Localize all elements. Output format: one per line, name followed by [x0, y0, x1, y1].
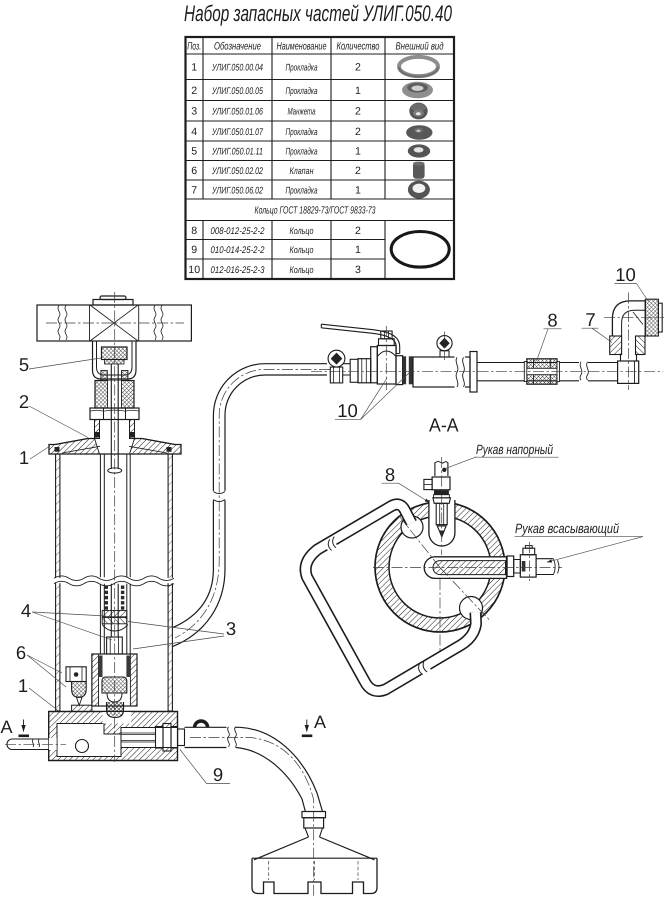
svg-text:9: 9: [213, 764, 223, 785]
svg-text:УЛИГ.050.00.05: УЛИГ.050.00.05: [211, 86, 263, 97]
svg-text:3: 3: [226, 618, 236, 639]
svg-text:8: 8: [547, 310, 557, 331]
svg-text:Прокладка: Прокладка: [286, 147, 318, 158]
svg-text:8: 8: [385, 464, 395, 485]
svg-text:Прокладка: Прокладка: [286, 63, 318, 74]
svg-text:Наименование: Наименование: [277, 40, 327, 52]
svg-text:Рукав всасывающий: Рукав всасывающий: [515, 521, 619, 536]
svg-text:УЛИГ.050.01.11: УЛИГ.050.01.11: [211, 147, 263, 158]
svg-text:008-012-25-2-2: 008-012-25-2-2: [211, 226, 266, 237]
svg-text:2: 2: [191, 85, 197, 97]
svg-text:УЛИГ.050.06.02: УЛИГ.050.06.02: [211, 185, 263, 196]
svg-text:Кольцо: Кольцо: [290, 226, 314, 237]
svg-text:1: 1: [191, 62, 197, 74]
svg-text:УЛИГ.050.01.06: УЛИГ.050.01.06: [211, 107, 263, 118]
svg-text:А: А: [314, 712, 326, 732]
svg-text:6: 6: [16, 642, 26, 663]
svg-text:010-014-25-2-2: 010-014-25-2-2: [211, 245, 266, 256]
svg-text:УЛИГ.050.00.04: УЛИГ.050.00.04: [211, 63, 263, 74]
svg-text:А-А: А-А: [429, 416, 459, 437]
svg-text:8: 8: [191, 225, 197, 237]
svg-text:5: 5: [19, 354, 29, 375]
svg-text:Рукав напорный: Рукав напорный: [476, 442, 553, 457]
svg-text:7: 7: [585, 309, 595, 330]
svg-text:УЛИГ.050.02.02: УЛИГ.050.02.02: [211, 166, 263, 177]
svg-text:Прокладка: Прокладка: [286, 86, 318, 97]
svg-text:2: 2: [19, 391, 29, 412]
svg-text:А: А: [0, 717, 12, 737]
svg-text:10: 10: [615, 264, 636, 285]
svg-text:10: 10: [188, 264, 200, 276]
svg-text:Количество: Количество: [337, 40, 380, 52]
svg-text:УЛИГ.050.01.07: УЛИГ.050.01.07: [211, 127, 263, 138]
svg-text:1: 1: [355, 184, 361, 196]
svg-text:6: 6: [191, 165, 197, 177]
svg-text:2: 2: [355, 165, 361, 177]
svg-text:5: 5: [191, 146, 197, 158]
svg-text:1: 1: [19, 447, 29, 468]
svg-text:2: 2: [355, 106, 361, 118]
svg-text:Манжета: Манжета: [288, 107, 316, 118]
svg-text:1: 1: [355, 146, 361, 158]
svg-text:7: 7: [191, 184, 197, 196]
svg-text:Внешний вид: Внешний вид: [396, 40, 444, 52]
svg-text:3: 3: [191, 106, 197, 118]
svg-text:4: 4: [21, 600, 31, 621]
svg-text:Кольцо: Кольцо: [290, 265, 314, 276]
svg-text:Обозначение: Обозначение: [214, 40, 261, 52]
svg-text:2: 2: [355, 225, 361, 237]
svg-text:Набор запасных частей УЛИГ.050: Набор запасных частей УЛИГ.050.40: [184, 1, 452, 26]
svg-text:Прокладка: Прокладка: [286, 127, 318, 138]
svg-text:10: 10: [337, 400, 358, 421]
svg-text:9: 9: [191, 244, 197, 256]
svg-text:1: 1: [355, 85, 361, 97]
svg-text:Кольцо: Кольцо: [290, 245, 314, 256]
svg-text:3: 3: [355, 264, 361, 276]
svg-text:012-016-25-2-3: 012-016-25-2-3: [211, 265, 266, 276]
svg-text:Кольцо ГОСТ 18829-73/ГОСТ 9833: Кольцо ГОСТ 18829-73/ГОСТ 9833-73: [255, 205, 376, 216]
svg-text:4: 4: [191, 126, 197, 138]
svg-text:Клапан: Клапан: [290, 166, 315, 177]
svg-text:2: 2: [355, 126, 361, 138]
svg-text:2: 2: [355, 62, 361, 74]
svg-text:Прокладка: Прокладка: [286, 185, 318, 196]
svg-text:1: 1: [18, 675, 28, 696]
svg-text:1: 1: [355, 244, 361, 256]
svg-text:Поз.: Поз.: [187, 40, 201, 52]
